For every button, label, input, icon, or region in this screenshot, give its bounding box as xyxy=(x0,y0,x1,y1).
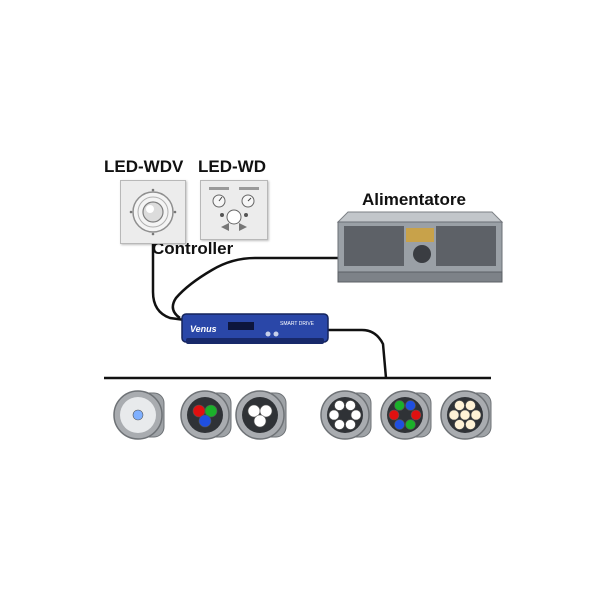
led-dot xyxy=(132,409,144,421)
controller-brand: Venus xyxy=(190,324,217,334)
spotlights-row xyxy=(113,390,492,440)
led-dot xyxy=(405,400,416,411)
led-wd-panel xyxy=(200,180,268,240)
led-dot xyxy=(350,409,362,421)
led-dot xyxy=(253,414,267,428)
spotlight-rgb-6-led xyxy=(380,390,432,440)
label-alimentatore: Alimentatore xyxy=(362,190,466,209)
led-wdv-panel xyxy=(120,180,186,244)
vent-grid-icon xyxy=(344,226,496,266)
led-dot xyxy=(459,409,471,421)
button-pad-icon xyxy=(209,187,259,231)
led-dot xyxy=(328,409,340,421)
spotlight-rgb-3-led xyxy=(180,390,232,440)
led-dot xyxy=(448,409,460,421)
wire-supply-to-controller xyxy=(171,256,338,320)
wire-controller-to-lights xyxy=(328,328,388,379)
transformer-icon xyxy=(406,228,434,242)
led-dot xyxy=(388,409,400,421)
led-dot xyxy=(334,419,345,430)
spotlight-single-led-blue xyxy=(113,390,165,440)
led-dot xyxy=(470,409,482,421)
controller-button-icon xyxy=(273,331,279,337)
spotlight-white-6-led xyxy=(320,390,372,440)
led-dot xyxy=(394,419,405,430)
led-dot xyxy=(259,404,273,418)
led-dot xyxy=(465,419,476,430)
led-dot xyxy=(345,419,356,430)
controller-model: SMART DRIVE xyxy=(280,321,315,327)
controller-display xyxy=(228,322,254,330)
led-dot xyxy=(410,409,422,421)
label-led-wdv: LED-WDV xyxy=(104,157,184,176)
power-supply xyxy=(336,211,504,283)
led-dot xyxy=(345,400,356,411)
led-dot xyxy=(454,400,465,411)
led-dot xyxy=(394,400,405,411)
led-dot xyxy=(198,414,212,428)
led-dot xyxy=(334,400,345,411)
controller-button-icon xyxy=(265,331,271,337)
label-led-wd: LED-WD xyxy=(198,157,266,176)
controller-box: Venus SMART DRIVE xyxy=(181,313,329,344)
led-dot xyxy=(465,400,476,411)
led-dot xyxy=(405,419,416,430)
wire-wdv-to-controller xyxy=(151,242,186,322)
capacitor-icon xyxy=(413,245,431,263)
led-dot xyxy=(454,419,465,430)
spotlight-warm-white-7-led xyxy=(440,390,492,440)
dial-knob-icon xyxy=(129,188,177,236)
led-dot xyxy=(204,404,218,418)
spotlight-white-3-led xyxy=(235,390,287,440)
